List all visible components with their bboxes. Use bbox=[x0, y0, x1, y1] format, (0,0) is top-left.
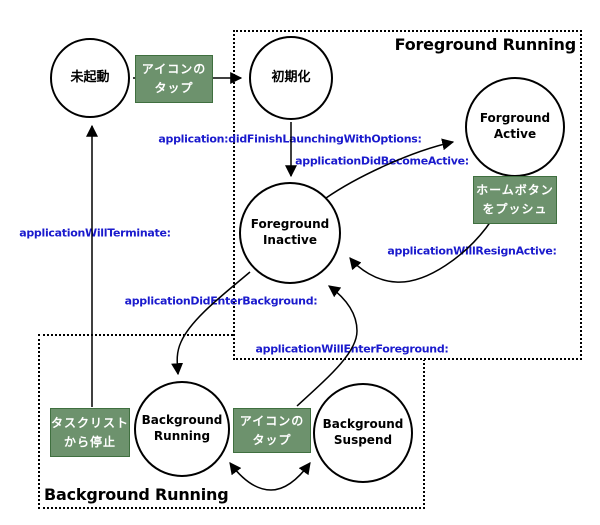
background-running-group-title: Background Running bbox=[44, 485, 229, 504]
transition-will-resign-active: applicationWillResignActive: bbox=[387, 244, 557, 258]
action-icon-tap-bottom: アイコンの タップ bbox=[233, 408, 311, 453]
action-icon-tap-top: アイコンの タップ bbox=[135, 55, 213, 103]
state-not-launched: 未起動 bbox=[50, 38, 130, 118]
state-foreground-active: Forground Active bbox=[465, 77, 565, 177]
action-task-list-stop: タスクリスト から停止 bbox=[50, 408, 130, 457]
action-home-button: ホームボタン をプッシュ bbox=[473, 176, 557, 224]
state-background-suspend: Background Suspend bbox=[313, 383, 413, 483]
transition-did-finish-launching: application:didFinishLaunchingWithOption… bbox=[158, 132, 422, 146]
transition-will-enter-foreground: applicationWillEnterForeground: bbox=[255, 342, 449, 356]
foreground-running-group-title: Foreground Running bbox=[394, 35, 577, 54]
transition-did-become-active: applicationDidBecomeActive: bbox=[295, 154, 469, 168]
state-initializing: 初期化 bbox=[249, 36, 333, 120]
state-background-running: Background Running bbox=[134, 381, 230, 477]
state-foreground-inactive: Foreground Inactive bbox=[239, 182, 341, 284]
transition-did-enter-background: applicationDidEnterBackground: bbox=[124, 294, 318, 308]
transition-will-terminate: applicationWillTerminate: bbox=[19, 226, 171, 240]
